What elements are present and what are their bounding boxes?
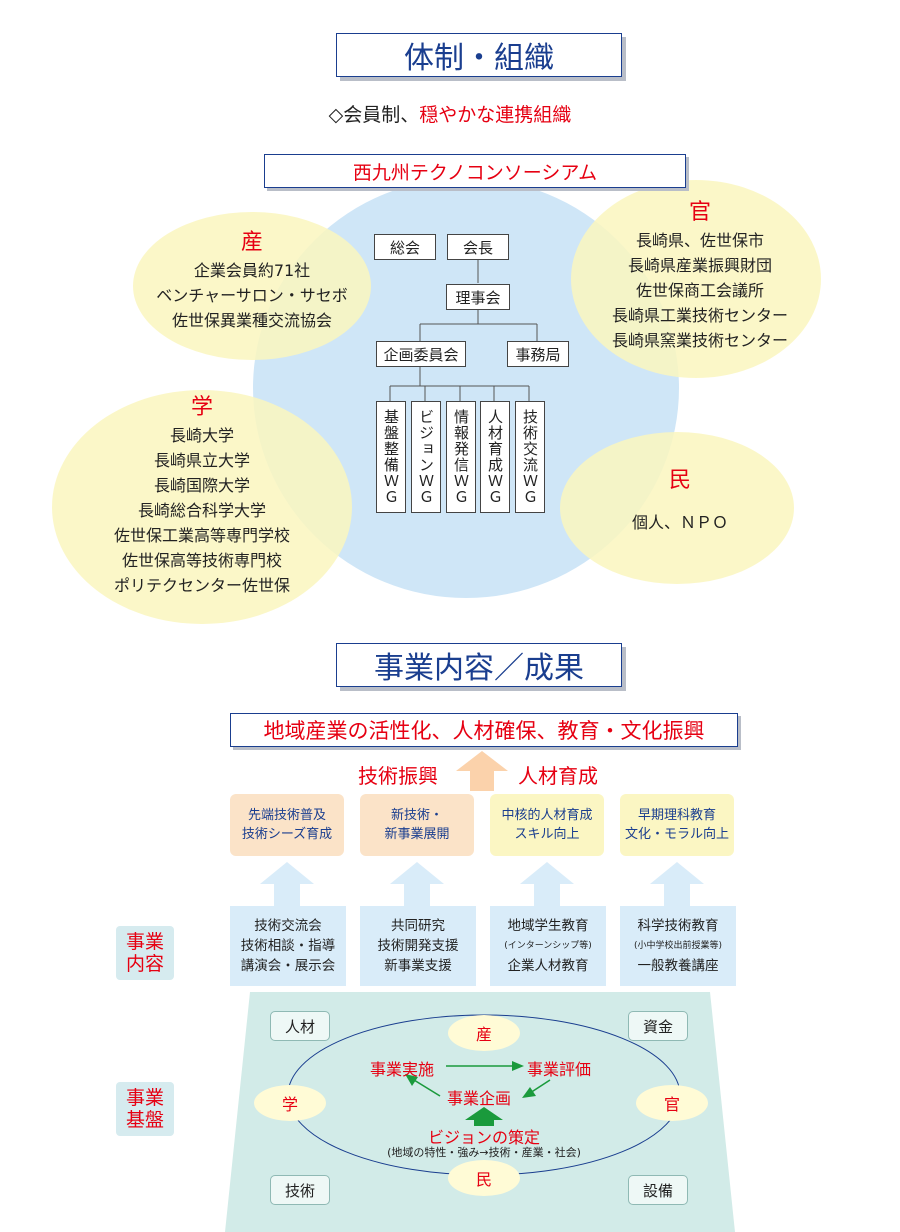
subtitle-highlight: 穏やかな連携組織 (419, 104, 572, 126)
result-box: 先端技術普及 技術シーズ育成 (230, 794, 344, 856)
section-title-organization: 体制・組織 (336, 33, 622, 77)
up-arrow-icon (650, 862, 704, 906)
flow-hyoka: 事業評価 (527, 1060, 592, 1079)
group-kan-line: 佐世保商工会議所 (635, 281, 764, 300)
org-kaicho-label: 会長 (462, 238, 493, 257)
subtitle: ◇会員制、穏やかな連携組織 (0, 100, 900, 127)
up-arrow-icon (520, 862, 574, 906)
group-kan-head: 官 (688, 200, 711, 225)
wg-label: ビジョンＷＧ (417, 409, 435, 505)
group-kan-line: 長崎県窯業技術センター (611, 331, 788, 350)
group-min-line: 個人、ＮＰＯ (631, 513, 728, 532)
ellipse-min (560, 432, 794, 584)
org-kaicho: 会長 (447, 234, 509, 260)
group-san-head: 産 (240, 230, 263, 255)
flow-jisshi: 事業実施 (370, 1060, 435, 1079)
consortium-name: 西九州テクノコンソーシアム (352, 161, 598, 184)
wg-box: 基盤整備ＷＧ (376, 401, 406, 513)
corner-gijutsu: 技術 (270, 1175, 330, 1205)
ellipse-gaku (52, 390, 352, 624)
flow-vision: ビジョンの策定 (427, 1128, 540, 1147)
org-soukai: 総会 (374, 234, 436, 260)
org-connectors (389, 258, 538, 401)
foundation-panel (225, 992, 735, 1232)
group-gaku-head: 学 (190, 395, 213, 420)
org-soukai-label: 総会 (389, 238, 420, 257)
activity-box: 地域学生教育 (インターンシップ等) 企業人材教育 (490, 906, 606, 986)
node-gaku: 学 (254, 1085, 326, 1121)
group-san-line: ベンチャーサロン・サセボ (156, 286, 348, 305)
wg-box: 技術交流ＷＧ (515, 401, 545, 513)
group-gaku-line: 長崎国際大学 (153, 476, 250, 495)
wg-label: 人材育成ＷＧ (486, 409, 504, 505)
ellipse-san (133, 212, 371, 360)
wg-box: 情報発信ＷＧ (446, 401, 476, 513)
ellipse-kan (571, 180, 821, 378)
wg-box: 人材育成ＷＧ (480, 401, 510, 513)
org-jimukyoku: 事務局 (507, 341, 569, 367)
wg-label: 技術交流ＷＧ (521, 409, 539, 505)
group-gaku: 学 長崎大学 長崎県立大学 長崎国際大学 長崎総合科学大学 佐世保工業高等専門学… (52, 393, 352, 598)
group-min: 民 個人、ＮＰＯ (580, 466, 780, 535)
group-gaku-line: 長崎総合科学大学 (137, 501, 266, 520)
subtitle-prefix: ◇会員制、 (328, 104, 420, 126)
group-san: 産 企業会員約71社 ベンチャーサロン・サセボ 佐世保異業種交流協会 (133, 228, 371, 333)
flow-kikaku: 事業企画 (447, 1089, 512, 1108)
group-kan-line: 長崎県産業振興財団 (627, 256, 772, 275)
group-kan: 官 長崎県、佐世保市 長崎県産業振興財団 佐世保商工会議所 長崎県工業技術センタ… (580, 198, 820, 353)
up-arrows (260, 862, 704, 906)
wg-label: 基盤整備ＷＧ (382, 409, 400, 505)
org-rijikai: 理事会 (446, 284, 510, 310)
group-gaku-line: 佐世保高等技術専門校 (121, 551, 282, 570)
up-arrow-icon (456, 751, 508, 791)
org-rijikai-label: 理事会 (455, 288, 501, 307)
section-title-text: 体制・組織 (404, 41, 554, 76)
corner-shikin: 資金 (628, 1011, 688, 1041)
flow-vision-sub: (地域の特性・強み→技術・産業・社会) (387, 1146, 581, 1159)
up-arrow-icon (260, 862, 314, 906)
label-gijutsu-shinko: 技術振興 (358, 764, 438, 788)
wg-box: ビジョンＷＧ (411, 401, 441, 513)
result-box: 新技術・ 新事業展開 (360, 794, 474, 856)
group-gaku-line: ポリテクセンター佐世保 (113, 576, 290, 595)
label-jigyo-kiban: 事業 基盤 (116, 1082, 174, 1136)
result-box: 早期理科教育 文化・モラル向上 (620, 794, 734, 856)
activity-box: 共同研究 技術開発支援 新事業支援 (360, 906, 476, 986)
group-gaku-line: 長崎県立大学 (153, 451, 250, 470)
up-arrow-icon (390, 862, 444, 906)
group-min-head: 民 (668, 468, 691, 493)
org-kikaku-label: 企画委員会 (383, 345, 459, 364)
activity-box: 技術交流会 技術相談・指導 講演会・展示会 (230, 906, 346, 986)
corner-setsubi: 設備 (628, 1175, 688, 1205)
group-kan-line: 長崎県、佐世保市 (635, 231, 764, 250)
group-kan-line: 長崎県工業技術センター (611, 306, 788, 325)
goal-banner: 地域産業の活性化、人材確保、教育・文化振興 (230, 713, 738, 747)
consortium-banner: 西九州テクノコンソーシアム (264, 154, 686, 188)
corner-jinzai: 人材 (270, 1011, 330, 1041)
group-san-line: 企業会員約71社 (193, 261, 311, 280)
group-gaku-line: 佐世保工業高等専門学校 (113, 526, 290, 545)
org-jimukyoku-label: 事務局 (515, 345, 561, 364)
result-box: 中核的人材育成 スキル向上 (490, 794, 604, 856)
label-jinzai-ikusei: 人材育成 (518, 764, 598, 788)
org-kikaku: 企画委員会 (376, 341, 466, 367)
wg-label: 情報発信ＷＧ (452, 409, 470, 505)
section-title-text: 事業内容／成果 (374, 651, 584, 686)
group-gaku-line: 長崎大学 (169, 426, 234, 445)
node-san: 産 (448, 1015, 520, 1051)
group-san-line: 佐世保異業種交流協会 (171, 311, 332, 330)
section-title-business: 事業内容／成果 (336, 643, 622, 687)
label-jigyo-naiyo: 事業 内容 (116, 926, 174, 980)
goal-text: 地域産業の活性化、人材確保、教育・文化振興 (263, 719, 705, 743)
activity-box: 科学技術教育 (小中学校出前授業等) 一般教養講座 (620, 906, 736, 986)
node-kan: 官 (636, 1085, 708, 1121)
node-min: 民 (448, 1160, 520, 1196)
